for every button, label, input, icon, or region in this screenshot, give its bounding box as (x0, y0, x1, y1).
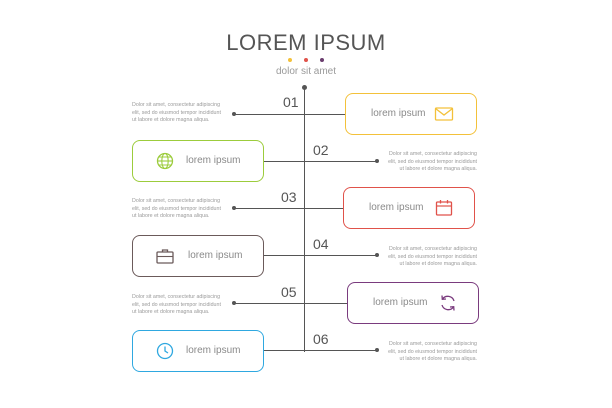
step-description-06: Dolor sit amet, consectetur adipiscing e… (388, 341, 477, 363)
clock-icon (156, 342, 174, 360)
connector-02 (264, 161, 377, 162)
connector-06 (264, 350, 377, 351)
accent-dot-2 (304, 58, 308, 62)
step-box-05[interactable]: lorem ipsum (347, 282, 479, 324)
step-number-05: 05 (281, 284, 297, 300)
step-box-02[interactable]: lorem ipsum (132, 140, 264, 182)
timeline-top-dot (302, 85, 307, 90)
connector-end-dot-03 (232, 206, 236, 210)
calendar-icon (435, 200, 453, 216)
step-description-01: Dolor sit amet, consectetur adipiscing e… (132, 102, 221, 124)
step-description-04: Dolor sit amet, consectetur adipiscing e… (388, 246, 477, 268)
connector-03 (234, 208, 344, 209)
step-number-01: 01 (283, 94, 299, 110)
accent-dot-3 (320, 58, 324, 62)
connector-05 (234, 303, 348, 304)
accent-dot-1 (288, 58, 292, 62)
step-box-01[interactable]: lorem ipsum (345, 93, 477, 135)
step-number-04: 04 (313, 236, 329, 252)
connector-end-dot-06 (375, 348, 379, 352)
step-label-06: lorem ipsum (186, 345, 241, 356)
connector-end-dot-04 (375, 253, 379, 257)
connector-end-dot-02 (375, 159, 379, 163)
page-subtitle: dolor sit amet (275, 66, 337, 77)
step-description-03: Dolor sit amet, consectetur adipiscing e… (132, 198, 221, 220)
connector-04 (264, 255, 377, 256)
connector-01 (234, 114, 346, 115)
step-number-02: 02 (313, 142, 329, 158)
step-box-03[interactable]: lorem ipsum (343, 187, 475, 229)
refresh-icon (441, 295, 455, 311)
step-description-05: Dolor sit amet, consectetur adipiscing e… (132, 294, 221, 316)
step-box-04[interactable]: lorem ipsum (132, 235, 264, 277)
accent-dots (0, 58, 612, 62)
step-label-04: lorem ipsum (188, 250, 243, 261)
step-box-06[interactable]: lorem ipsum (132, 330, 264, 372)
step-number-06: 06 (313, 331, 329, 347)
briefcase-icon (156, 249, 174, 264)
step-label-02: lorem ipsum (186, 155, 241, 166)
step-description-02: Dolor sit amet, consectetur adipiscing e… (388, 151, 477, 173)
envelope-icon (434, 107, 454, 121)
connector-end-dot-05 (232, 301, 236, 305)
timeline-spine (304, 87, 305, 352)
step-number-03: 03 (281, 189, 297, 205)
connector-end-dot-01 (232, 112, 236, 116)
step-label-05: lorem ipsum (373, 297, 428, 308)
globe-icon (156, 152, 174, 170)
step-label-01: lorem ipsum (371, 108, 426, 119)
page-title: LOREM IPSUM (226, 30, 386, 55)
step-label-03: lorem ipsum (369, 202, 424, 213)
